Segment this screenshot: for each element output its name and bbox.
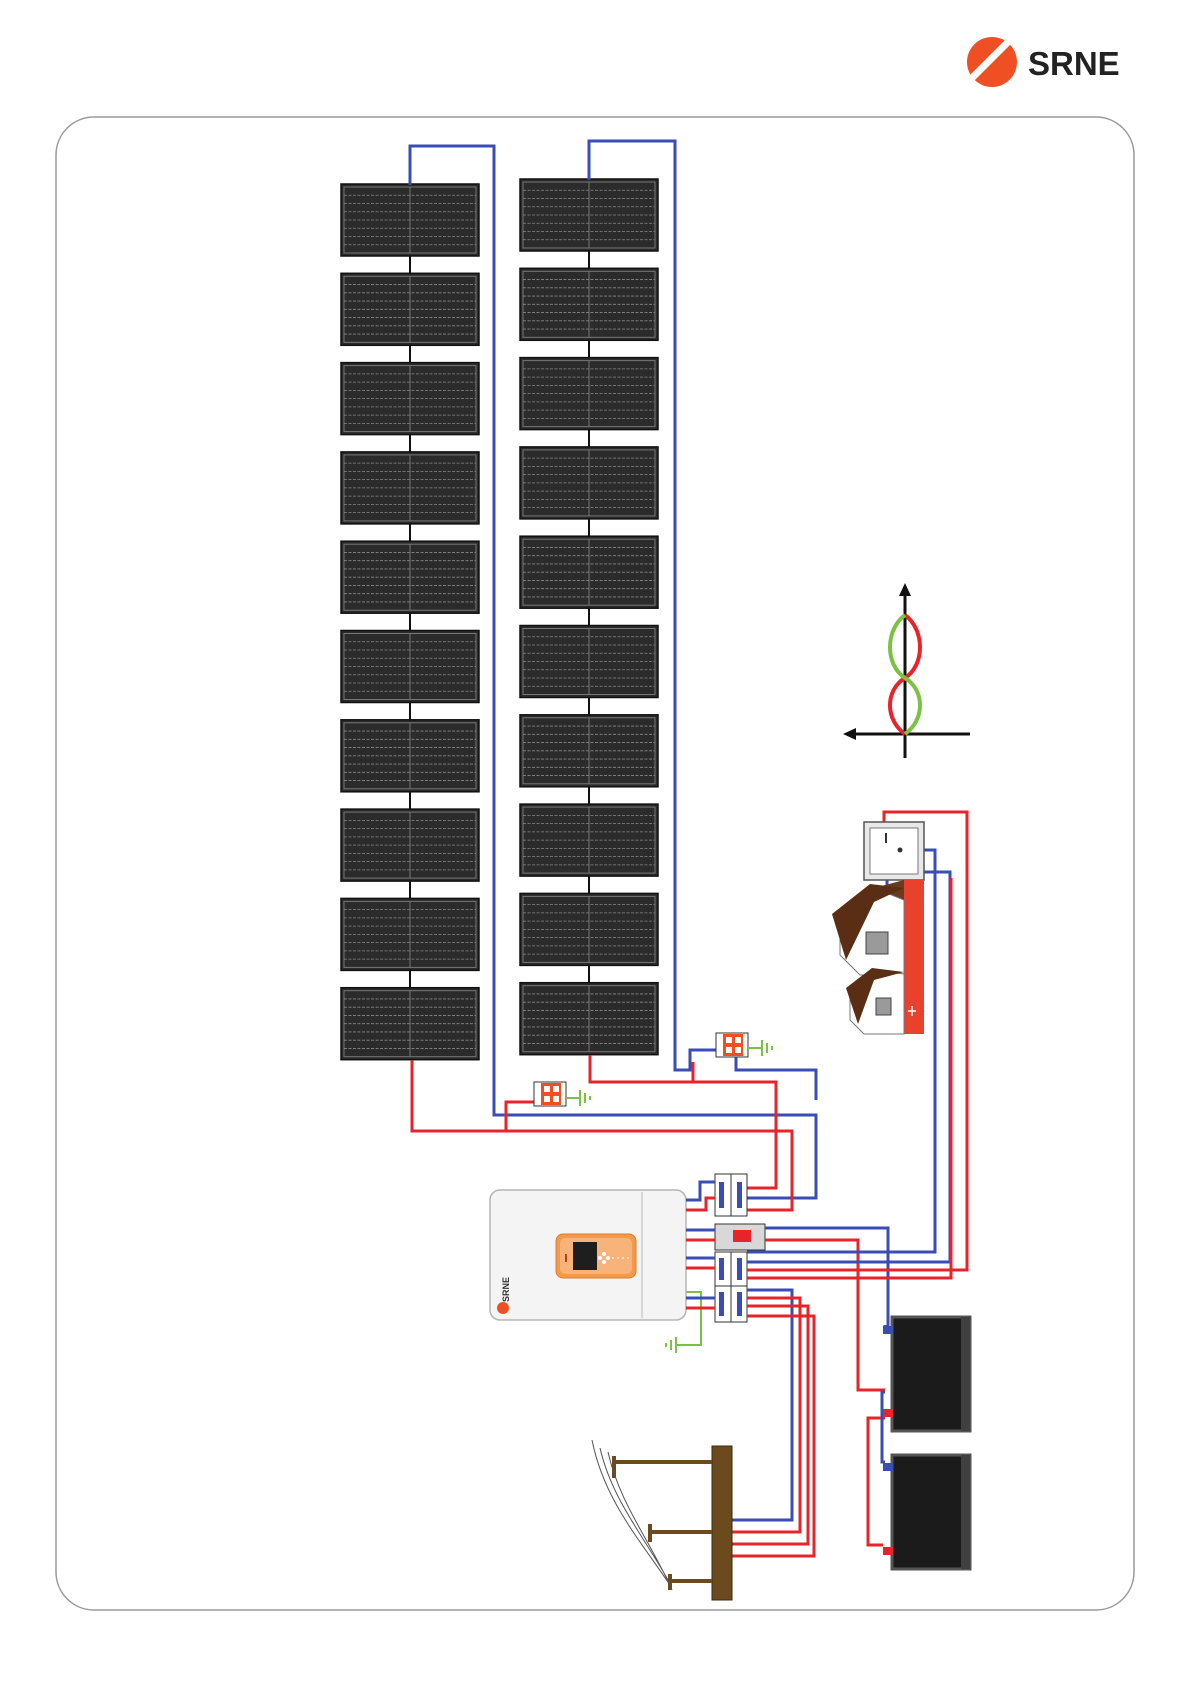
- inverter-breaker-wires: [686, 1182, 715, 1308]
- solar-panel-icon: [520, 358, 658, 430]
- solar-panel-icon: [520, 179, 658, 251]
- srne-logo: SRNE: [967, 37, 1120, 87]
- pv-string-left: [341, 184, 479, 1060]
- load-wires: [747, 812, 967, 1278]
- inverter: SRNE: [490, 1190, 686, 1320]
- breaker-battery: [715, 1224, 765, 1250]
- inverter-brand: SRNE: [501, 1277, 511, 1302]
- solar-panel-icon: [520, 268, 658, 340]
- breaker-pv: [715, 1174, 747, 1216]
- solar-panel-icon: [520, 715, 658, 787]
- battery-1: [883, 1317, 970, 1431]
- solar-panel-icon: [520, 983, 658, 1055]
- breaker-load: [715, 1252, 747, 1286]
- battery-negative-terminal: [883, 1326, 893, 1334]
- solar-panel-icon: [341, 720, 479, 792]
- solar-panel-icon: [520, 626, 658, 698]
- solar-panel-icon: [341, 988, 479, 1060]
- house-icon: [832, 880, 924, 1034]
- pv-string-right: [520, 179, 658, 1055]
- solar-panel-icon: [341, 184, 479, 256]
- solar-panel-icon: [520, 804, 658, 876]
- battery-2: [883, 1455, 970, 1569]
- logo-text: SRNE: [1028, 45, 1120, 82]
- solar-panel-icon: [520, 536, 658, 608]
- surge-protector-1: [534, 1082, 566, 1106]
- battery-positive-terminal: [883, 1547, 893, 1555]
- battery-negative-terminal: [883, 1463, 893, 1471]
- solar-panel-icon: [520, 893, 658, 965]
- ac-sine-wave-icon: [843, 583, 970, 758]
- distribution-box: [864, 822, 924, 880]
- solar-panel-icon: [341, 452, 479, 524]
- solar-panel-icon: [341, 273, 479, 345]
- battery-wires: [765, 1228, 888, 1545]
- solar-panel-icon: [341, 363, 479, 435]
- battery-positive-terminal: [883, 1409, 893, 1417]
- solar-panel-icon: [341, 898, 479, 970]
- surge-protector-2: [716, 1033, 748, 1057]
- grid-wires: [732, 1290, 814, 1556]
- utility-pole-icon: [592, 1440, 732, 1600]
- inverter-logo-icon: [497, 1302, 509, 1314]
- ground-icon: [748, 1040, 772, 1056]
- ground-icon: [566, 1090, 590, 1106]
- solar-panel-icon: [341, 809, 479, 881]
- solar-panel-icon: [341, 541, 479, 613]
- solar-panel-icon: [341, 631, 479, 703]
- breaker-grid: [715, 1286, 747, 1322]
- inverter-display: [573, 1242, 597, 1270]
- solar-panel-icon: [520, 447, 658, 519]
